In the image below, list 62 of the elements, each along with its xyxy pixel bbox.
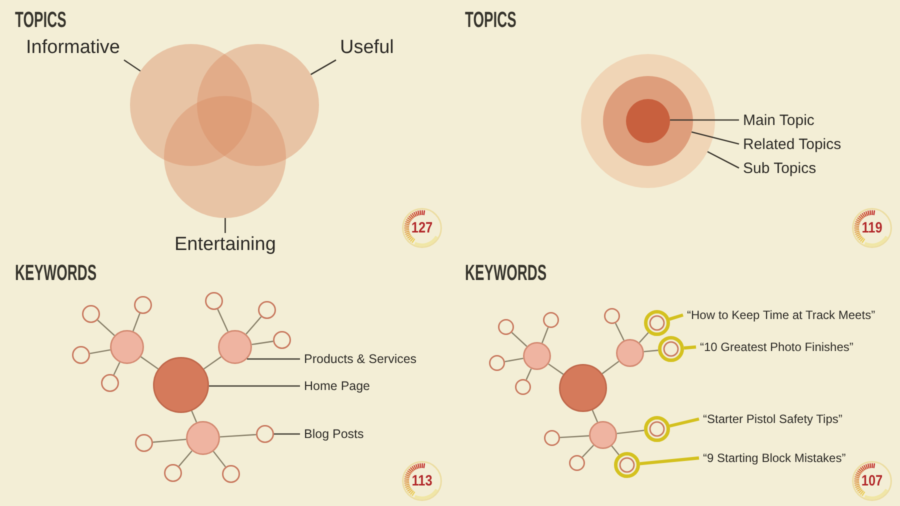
connector-line (217, 308, 228, 332)
topic-label: Sub Topics (739, 158, 820, 178)
connector-line (90, 349, 110, 354)
section-heading: TOPICS (465, 9, 516, 31)
connector-line (644, 350, 658, 352)
leader-line (124, 59, 141, 72)
connector-line (526, 368, 532, 380)
timer-count: 113 (412, 474, 432, 488)
timer-count: 119 (862, 220, 882, 236)
category-label: Useful (336, 36, 398, 60)
leader-line (707, 151, 740, 169)
connector-line (152, 438, 186, 443)
connector-line (504, 358, 524, 362)
section-heading: KEYWORDS (465, 262, 547, 284)
connector-line (178, 450, 192, 467)
connector-line (511, 332, 528, 347)
timer-count: 107 (861, 474, 883, 488)
page-label: Blog Posts (300, 426, 368, 442)
connector-line (97, 320, 115, 336)
connector-line (252, 340, 274, 346)
leader-line (247, 358, 300, 360)
connector-line (614, 322, 624, 341)
connector-line (246, 316, 262, 335)
article-title: “9 Starting Block Mistakes” (699, 450, 850, 466)
page-label: Products & Services (300, 351, 421, 367)
leader-line (691, 131, 740, 145)
topic-label: Main Topic (739, 110, 818, 130)
connector-line (212, 451, 226, 468)
timer-count: 127 (411, 220, 433, 236)
connector-line (602, 360, 620, 374)
category-label: Informative (22, 36, 124, 60)
connector-line (220, 434, 256, 438)
leader-line (310, 59, 336, 76)
article-title: “How to Keep Time at Track Meets” (683, 308, 880, 322)
connector-line (560, 435, 590, 438)
section-heading: TOPICS (15, 9, 66, 31)
leader-line (209, 385, 300, 387)
leader-line (668, 313, 684, 321)
category-label: Entertaining (170, 233, 280, 257)
connector-line (638, 332, 649, 344)
leader-line (640, 456, 700, 466)
connector-line (611, 446, 620, 456)
topic-label: Related Topics (739, 134, 846, 154)
leader-line (684, 345, 696, 350)
leader-line (670, 119, 739, 121)
connector-line (582, 444, 594, 458)
connector-line (204, 356, 222, 370)
section-heading: KEYWORDS (15, 262, 97, 284)
connector-line (542, 327, 549, 344)
connector-line (548, 363, 564, 375)
page-label: Home Page (300, 378, 374, 394)
leader-line (669, 417, 700, 428)
leader-line (274, 433, 300, 435)
leader-line (224, 218, 226, 233)
connector-line (140, 356, 158, 370)
article-title: “10 Greatest Photo Finishes” (696, 340, 858, 354)
article-title: “Starter Pistol Safety Tips” (699, 412, 846, 426)
connector-line (113, 362, 120, 376)
connector-line (616, 430, 644, 434)
connector-line (132, 313, 140, 332)
connector-line (191, 410, 198, 423)
connector-line (592, 410, 598, 422)
